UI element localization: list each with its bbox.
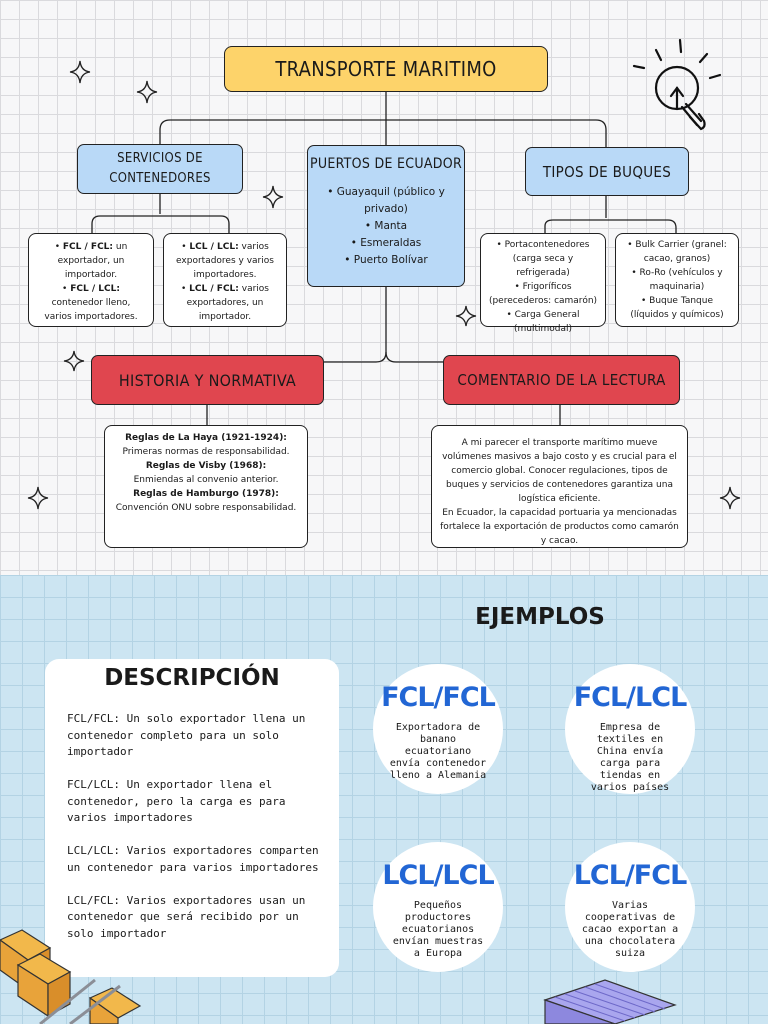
comentario-header: COMENTARIO DE LA LECTURA <box>443 355 680 405</box>
example-circle-lcl-fcl: LCL/FCL Varias cooperativas de cacao exp… <box>565 842 695 972</box>
example-text: Varias cooperativas de cacao exportan a … <box>581 900 679 959</box>
descripcion-item: LCL/LCL: Varios exportadores comparten u… <box>67 844 319 874</box>
lcl-fcl-label: LCL / FCL: <box>189 284 239 294</box>
historia-header: HISTORIA Y NORMATIVA <box>91 355 324 405</box>
haya-label: Reglas de La Haya (1921-1924): <box>125 433 287 443</box>
sparkle-icon <box>63 350 85 372</box>
example-title: FCL/LCL <box>573 682 688 713</box>
buques-card-1: • Portacontenedores (carga seca y refrig… <box>480 233 606 334</box>
comentario-text-2: En Ecuador, la capacidad portuaria ya me… <box>440 508 679 546</box>
sparkle-icon <box>69 60 91 84</box>
fcl-fcl-label: FCL / FCL: <box>62 242 114 252</box>
puertos-header: PUERTOS DE ECUADOR <box>309 156 463 172</box>
lightbulb-icon <box>632 38 722 131</box>
example-title: LCL/LCL <box>382 860 494 891</box>
example-circle-fcl-fcl: FCL/FCL Exportadora de banano ecuatorian… <box>373 664 503 794</box>
puertos-list: • Guayaquil (público y privado) • Manta … <box>308 184 464 269</box>
containers-illustration-left <box>0 929 142 1024</box>
sparkle-decorations <box>27 38 741 510</box>
descripcion-title: DESCRIPCIÓN <box>104 665 280 691</box>
example-title: LCL/FCL <box>573 860 688 891</box>
buque-item: • Portacontenedores (carga seca y refrig… <box>496 240 590 278</box>
fcl-services-card: • FCL / FCL: un exportador, un importado… <box>28 233 154 327</box>
descripcion-item: FCL/LCL: Un exportador llena el contened… <box>67 778 286 824</box>
lcl-services-card: • LCL / LCL: varios exportadores y vario… <box>163 233 287 327</box>
buque-item: • Carga General (multimodal) <box>506 310 580 334</box>
fcl-lcl-text: contenedor lleno, varios importadores. <box>44 298 138 322</box>
puerto-item: • Manta <box>364 220 408 232</box>
puertos-box: PUERTOS DE ECUADOR • Guayaquil (público … <box>307 145 465 287</box>
example-circle-lcl-lcl: LCL/LCL Pequeños productores ecuatoriano… <box>373 842 503 972</box>
example-text: Empresa de textiles en China envía carga… <box>590 722 670 793</box>
buque-item: • Bulk Carrier (granel: cacao, granos) <box>627 240 727 264</box>
sparkle-icon <box>262 185 284 209</box>
puerto-item: • Puerto Bolívar <box>344 254 428 266</box>
example-text: Exportadora de banano ecuatoriano envía … <box>389 722 487 781</box>
servicios-header: SERVICIOS DE CONTENEDORES <box>77 144 243 194</box>
historia-card: Reglas de La Haya (1921-1924): Primeras … <box>104 425 308 548</box>
visby-text: Enmiendas al convenio anterior. <box>133 475 279 485</box>
descripcion-body: FCL/FCL: Un solo exportador llena un con… <box>67 711 325 959</box>
descripcion-item: LCL/FCL: Varios exportadores usan un con… <box>67 893 306 940</box>
buques-header: TIPOS DE BUQUES <box>525 147 689 196</box>
lcl-lcl-text: varios exportadores y varios importadore… <box>176 242 274 280</box>
buque-item: • Buque Tanque (líquidos y químicos) <box>630 296 724 320</box>
fcl-fcl-text: un exportador, un importador. <box>57 242 128 280</box>
sparkle-icon <box>136 80 158 104</box>
comentario-text-1: A mi parecer el transporte marítimo muev… <box>442 438 677 504</box>
haya-text: Primeras normas de responsabilidad. <box>122 447 290 457</box>
hamburgo-text: Convención ONU sobre responsabilidad. <box>115 503 297 513</box>
example-title: FCL/FCL <box>381 682 496 713</box>
puerto-item: • Esmeraldas <box>350 237 422 249</box>
comentario-card: A mi parecer el transporte marítimo muev… <box>431 425 688 548</box>
buque-item: • Frigoríficos (perecederos: camarón) <box>488 282 598 306</box>
fcl-lcl-label: FCL / LCL: <box>70 284 120 294</box>
sparkle-icon <box>27 486 49 510</box>
visby-label: Reglas de Visby (1968): <box>145 461 267 471</box>
ejemplos-title: EJEMPLOS <box>475 604 605 630</box>
buques-card-2: • Bulk Carrier (granel: cacao, granos) •… <box>615 233 739 327</box>
example-text: Pequeños productores ecuatorianos envían… <box>392 900 484 959</box>
descripcion-card: DESCRIPCIÓN FCL/FCL: Un solo exportador … <box>45 659 339 977</box>
puerto-item: • Guayaquil (público y privado) <box>327 186 445 215</box>
buque-item: • Ro-Ro (vehículos y maquinaria) <box>631 268 723 292</box>
hamburgo-label: Reglas de Hamburgo (1978): <box>133 489 279 499</box>
lcl-lcl-label: LCL / LCL: <box>189 242 239 252</box>
lcl-fcl-text: varios exportadores, un importador. <box>186 284 269 322</box>
sparkle-icon <box>719 486 741 510</box>
main-title: TRANSPORTE MARITIMO <box>224 46 548 92</box>
containers-illustration-right <box>543 979 677 1024</box>
connector-lines <box>91 92 677 425</box>
descripcion-item: FCL/FCL: Un solo exportador llena un con… <box>67 712 306 758</box>
sparkle-icon <box>455 305 477 327</box>
example-circle-fcl-lcl: FCL/LCL Empresa de textiles en China env… <box>565 664 695 794</box>
